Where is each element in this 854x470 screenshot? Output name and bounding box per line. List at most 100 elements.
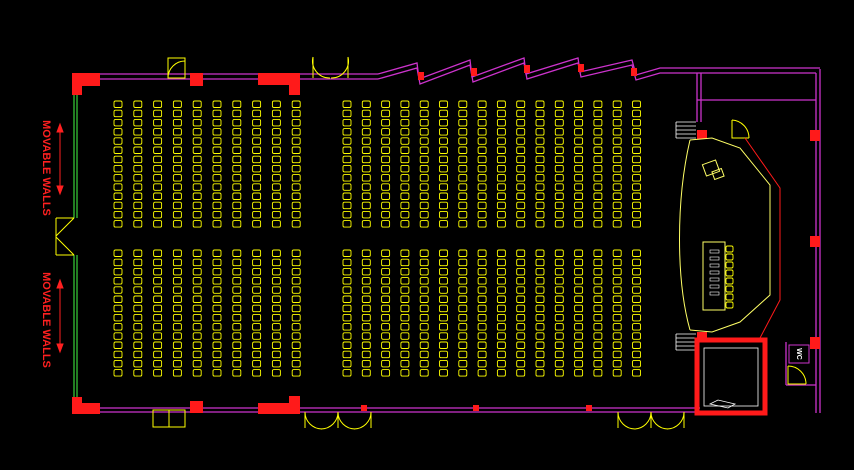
seat <box>516 137 526 145</box>
seat <box>574 210 584 219</box>
seat <box>593 109 603 118</box>
seat <box>252 192 262 200</box>
seat <box>439 128 448 136</box>
seat <box>439 146 448 154</box>
seat <box>496 295 506 303</box>
stage-outline <box>689 137 771 333</box>
seat <box>342 359 352 368</box>
seat <box>516 183 526 191</box>
seat <box>477 192 487 200</box>
seat <box>172 304 182 313</box>
seat <box>612 128 622 136</box>
seat <box>400 359 410 368</box>
seat <box>535 183 545 191</box>
seat <box>291 118 301 127</box>
seat <box>535 118 545 127</box>
seat <box>632 359 641 368</box>
doors <box>55 56 807 430</box>
seat <box>458 118 468 127</box>
seat <box>496 249 506 257</box>
column <box>631 68 637 76</box>
wc-wall <box>785 342 816 386</box>
seat <box>153 164 163 173</box>
seat <box>172 313 182 322</box>
seat <box>439 164 448 173</box>
seat <box>612 295 622 303</box>
seat <box>593 369 603 377</box>
seat <box>516 313 526 322</box>
seat <box>291 295 301 303</box>
seat <box>612 109 622 118</box>
seat <box>113 341 123 349</box>
seat <box>496 192 506 200</box>
seat <box>133 277 143 285</box>
seat <box>192 146 202 154</box>
column <box>578 64 584 72</box>
seat <box>593 118 603 127</box>
column <box>473 405 479 411</box>
seat <box>574 128 584 136</box>
seat <box>153 201 163 210</box>
seat <box>212 369 222 377</box>
seat <box>291 359 301 368</box>
column <box>258 403 300 414</box>
seat <box>232 118 242 127</box>
seat <box>172 277 182 285</box>
seat <box>554 137 564 145</box>
seat <box>477 210 487 219</box>
seat <box>153 369 163 377</box>
seat <box>593 286 603 294</box>
seat <box>192 118 202 127</box>
seat <box>612 174 622 182</box>
seat <box>535 146 545 154</box>
seat <box>133 137 143 145</box>
seat <box>554 350 564 359</box>
seat <box>212 323 222 331</box>
seat <box>554 183 564 191</box>
column <box>810 130 820 141</box>
seat <box>477 118 487 127</box>
seat <box>232 192 242 200</box>
seat <box>632 313 641 322</box>
seat <box>342 192 352 200</box>
seat <box>458 350 468 359</box>
seat <box>291 210 301 219</box>
seat <box>232 220 242 228</box>
seat <box>554 164 564 173</box>
seat <box>232 267 242 276</box>
seat <box>271 210 281 219</box>
seat <box>153 295 163 303</box>
seat <box>612 155 622 164</box>
seat <box>419 350 429 359</box>
seat <box>361 210 371 219</box>
seat <box>381 100 391 108</box>
seat <box>419 210 429 219</box>
seat <box>535 109 545 118</box>
seat <box>419 258 429 267</box>
seat <box>381 313 391 322</box>
seat <box>496 323 506 331</box>
seat <box>439 137 448 145</box>
seat <box>439 369 448 377</box>
seat <box>153 128 163 136</box>
seat <box>439 286 448 294</box>
seat <box>516 286 526 294</box>
seat <box>153 220 163 228</box>
seat <box>172 341 182 349</box>
seat <box>535 137 545 145</box>
column <box>810 236 820 247</box>
seat <box>554 277 564 285</box>
seat <box>252 137 262 145</box>
seat <box>361 192 371 200</box>
seat <box>192 350 202 359</box>
seat <box>554 100 564 108</box>
seat <box>419 128 429 136</box>
seat <box>172 369 182 377</box>
seat <box>212 174 222 182</box>
seat <box>439 258 448 267</box>
seat <box>632 192 641 200</box>
seat <box>252 155 262 164</box>
seat <box>113 323 123 331</box>
seat <box>458 146 468 154</box>
seat <box>381 332 391 340</box>
